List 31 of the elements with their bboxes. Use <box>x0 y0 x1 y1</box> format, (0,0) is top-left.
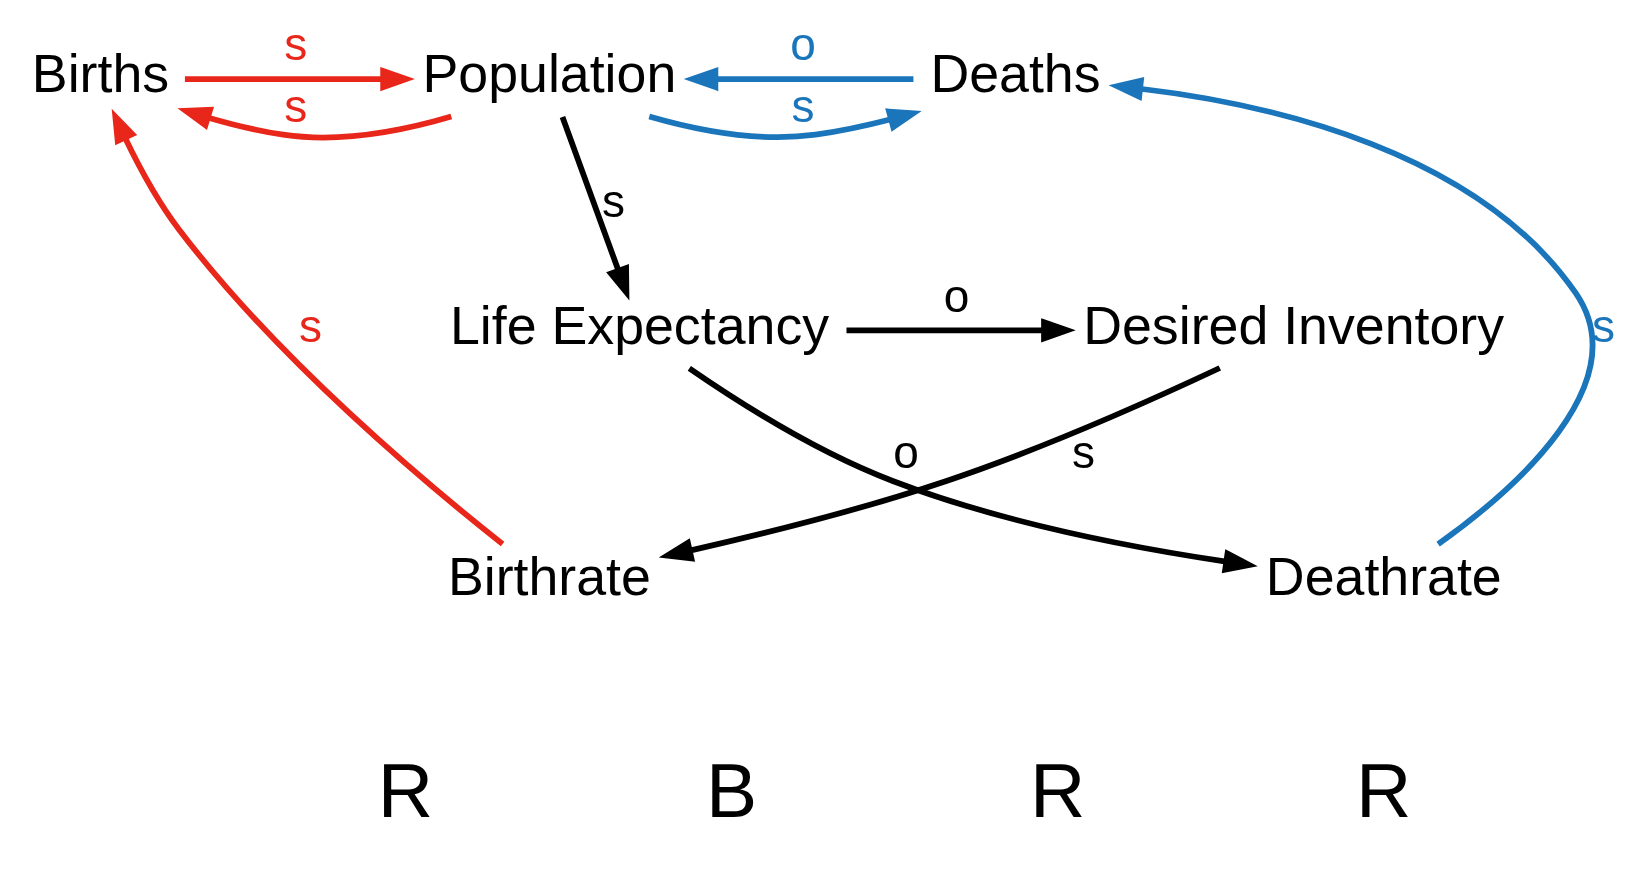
edge-label: s <box>1591 300 1615 353</box>
arrow <box>687 365 1258 574</box>
node-text: Desired Inventory <box>1083 294 1505 355</box>
label: B <box>706 747 758 833</box>
arrow <box>177 106 453 141</box>
label: R <box>1029 747 1086 833</box>
arrow <box>111 108 505 547</box>
arrow <box>846 318 1076 343</box>
node-text: Population <box>422 43 677 104</box>
edge-label: s <box>284 18 308 71</box>
node-text: Life Expectancy <box>449 294 830 355</box>
label: R <box>377 747 434 833</box>
label: R <box>1356 747 1412 833</box>
edge-label: o <box>893 425 919 478</box>
edge-label: s <box>284 79 308 132</box>
node-text: Births <box>31 43 170 104</box>
node-text: Deathrate <box>1265 545 1502 606</box>
arrow <box>184 66 415 92</box>
edge-label: o <box>943 269 970 322</box>
edge-label: o <box>790 18 816 71</box>
edge-label: s <box>791 79 815 132</box>
arrow <box>683 66 914 92</box>
arrow <box>559 116 630 301</box>
edge-label: s <box>299 300 323 353</box>
node-text: Birthrate <box>447 545 651 606</box>
arrow <box>648 108 922 140</box>
edge-label: s <box>602 174 626 227</box>
arrow <box>658 365 1222 562</box>
node-text: Deaths <box>930 43 1101 104</box>
edge-label: s <box>1072 425 1096 478</box>
arrow <box>1108 77 1596 547</box>
